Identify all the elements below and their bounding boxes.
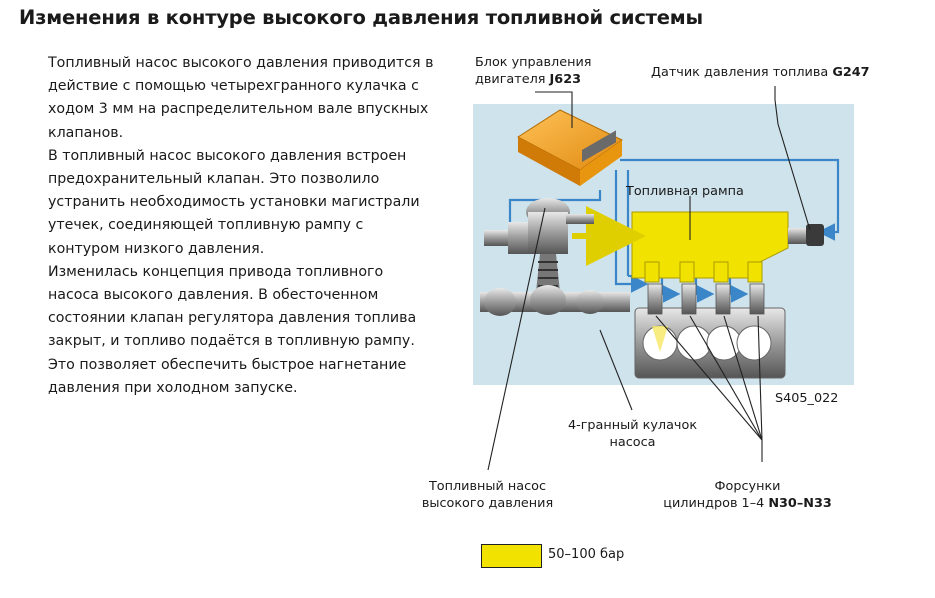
label-injectors: Форсунки цилиндров 1–4 N30–N33	[663, 479, 832, 511]
camshaft	[480, 285, 630, 316]
pressure-sensor-g247	[788, 224, 824, 246]
injectors-n30-n33	[647, 283, 765, 315]
fuel-rail	[631, 211, 789, 283]
legend-text: 50–100 бар	[548, 547, 625, 562]
label-fuel-rail: Топливная рампа	[626, 184, 744, 199]
paragraph-2: В топливный насос высокого давления встр…	[48, 147, 420, 257]
paragraph-1: Топливный насос высокого давления привод…	[48, 55, 434, 141]
label-pressure-sensor: Датчик давления топлива G247	[651, 65, 870, 80]
page-title: Изменения в контуре высокого давления то…	[19, 6, 703, 29]
paragraph-3: Изменилась концепция привода топливного …	[48, 263, 417, 396]
label-pump: Топливный насос высокого давления	[421, 479, 554, 511]
label-cam: 4-гранный кулачок насоса	[567, 418, 698, 450]
label-figure-id: S405_022	[775, 391, 839, 406]
ecu-j623	[517, 109, 623, 186]
high-pressure-pump	[484, 198, 594, 292]
cylinder-block	[634, 307, 786, 379]
label-ecu: Блок управления двигателя J623	[475, 55, 592, 87]
leader-lines	[487, 86, 811, 471]
description-text: Топливный насос высокого давления привод…	[48, 52, 438, 400]
legend-swatch	[481, 544, 542, 568]
